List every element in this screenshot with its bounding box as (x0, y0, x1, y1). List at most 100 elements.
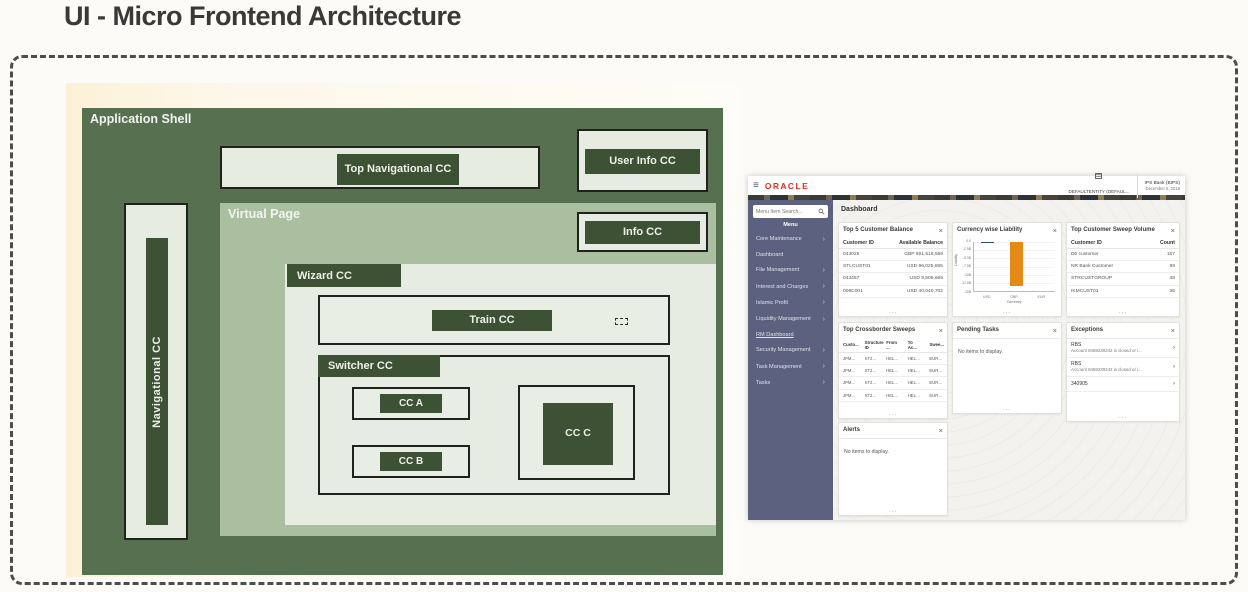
user-info-cc-label: User Info CC (585, 149, 700, 174)
bank-date: December 5, 2018 (1145, 185, 1180, 191)
x-axis-label: Currency (1006, 300, 1022, 304)
widget-currency-liability: Currency wise Liability × Liability 0.0-2… (952, 222, 1062, 317)
bar-usd (981, 241, 995, 244)
dashed-frame (10, 55, 1238, 585)
menu-title: Menu (783, 222, 798, 228)
chevron-right-icon: › (822, 299, 825, 307)
decorative-banner-strip (748, 195, 1185, 200)
pagination-dots: ... (888, 508, 897, 514)
liability-chart: Liability 0.0-2.5B-5.0B-7.5B-10B-12.5B-1… (954, 239, 1055, 306)
app-sidebar: Menu Core Maintenance› Dashboard File Ma… (748, 200, 833, 520)
navigational-cc-label: Navigational CC (150, 335, 163, 428)
col-header: To Ac... (903, 337, 926, 353)
slide-title: UI - Micro Frontend Architecture (64, 1, 462, 31)
chevron-right-icon: › (822, 363, 825, 371)
entity-selector[interactable]: DEFAULTENTITY (DEFAUL... (1061, 173, 1138, 198)
switcher-cc-box: Switcher CC CC A CC B CC C (318, 355, 670, 495)
sidebar-item-file-management[interactable]: File Management› (756, 266, 825, 274)
pagination-dots: ... (1002, 309, 1011, 315)
menu-search[interactable] (753, 205, 828, 218)
train-cc-label: Train CC (432, 310, 552, 331)
close-icon[interactable]: × (1170, 326, 1175, 335)
navigational-cc-bar: Navigational CC (146, 238, 168, 525)
col-header: From ... (882, 337, 904, 353)
close-icon[interactable]: × (1170, 226, 1175, 235)
col-header: Custo... (839, 337, 861, 353)
application-shell-label: Application Shell (90, 112, 192, 126)
pagination-dots: ... (888, 309, 897, 315)
chevron-right-icon: › (822, 346, 825, 354)
widget-title: Top 5 Customer Balance (843, 227, 913, 233)
info-cc-box: Info CC (577, 212, 708, 252)
widget-title: Top Crossborder Sweeps (843, 327, 916, 333)
sidebar-item-core-maintenance[interactable]: Core Maintenance› (756, 235, 825, 243)
sidebar-item-islamic-profit[interactable]: Islamic Profit› (756, 299, 825, 307)
close-icon[interactable]: × (938, 426, 943, 435)
wizard-cc-box: Wizard CC Train CC Switcher CC CC A C (285, 264, 716, 525)
sidebar-item-interest-and-charges[interactable]: Interest and Charges› (756, 283, 825, 291)
table-row: JPMHG...ST2019156...HEL02...HEL02...EUR … (839, 352, 947, 365)
user-info-cc-box: User Info CC (577, 129, 708, 192)
y-axis-ticks: 0.0-2.5B-5.0B-7.5B-10B-12.5B-15B (961, 238, 971, 295)
sidebar-item-tasks[interactable]: Tasks› (756, 379, 825, 387)
train-cc-box: Train CC (318, 295, 670, 345)
widget-alerts: Alerts× No items to display. ... (838, 422, 948, 516)
widget-title: Exceptions (1071, 327, 1104, 333)
sidebar-item-task-management[interactable]: Task Management› (756, 363, 825, 371)
liability-plot (973, 241, 1055, 292)
app-header: ≡ ORACLE DEFAULTENTITY (DEFAUL... IPS Ba… (748, 173, 1185, 198)
close-icon[interactable]: × (1052, 226, 1057, 235)
close-icon[interactable]: × (938, 326, 943, 335)
sidebar-item-security-management[interactable]: Security Management› (756, 346, 825, 354)
col-header: Available Balance (885, 237, 947, 249)
exception-item[interactable]: 340905 › (1067, 377, 1179, 392)
virtual-page-label: Virtual Page (228, 207, 301, 221)
architecture-diagram: Application Shell Top Navigational CC Us… (66, 83, 738, 577)
oracle-logo: ORACLE (764, 180, 810, 191)
widget-pending-tasks: Pending Tasks× No items to display. ... (952, 322, 1062, 414)
col-header: Structure ID (860, 337, 884, 353)
widget-title: Currency wise Liability (957, 227, 1023, 233)
sidebar-item-rm-dashboard[interactable]: RM Dashboard (756, 331, 794, 338)
sidebar-item-dashboard[interactable]: Dashboard (756, 251, 784, 258)
search-icon[interactable] (818, 208, 825, 215)
widget-title: Top Customer Sweep Volume (1071, 227, 1155, 233)
top-navigational-cc-box: Top Navigational CC (220, 146, 540, 189)
menu-search-input[interactable] (756, 208, 816, 215)
entity-building-icon (1095, 173, 1103, 179)
widget-crossborder-sweeps: Top Crossborder Sweeps × Custo... Structu… (838, 322, 948, 419)
pagination-dots: ... (1118, 414, 1127, 420)
sidebar-item-liquidity-management[interactable]: Liquidity Management› (756, 315, 825, 323)
cc-c-box: CC C (518, 385, 635, 480)
oracle-app-screenshot: ≡ ORACLE DEFAULTENTITY (DEFAUL... IPS Ba… (748, 173, 1185, 520)
pagination-dots: ... (1002, 406, 1011, 412)
cc-a-label: CC A (380, 394, 442, 413)
bank-name: IPS Bank (BIPS) (1144, 180, 1180, 186)
hamburger-icon[interactable]: ≡ (753, 180, 759, 191)
info-cc-label: Info CC (585, 221, 700, 244)
table-row: JPMHG...ST2019156...HEL02...HEL02...EUR … (839, 364, 947, 378)
chevron-right-icon: › (822, 315, 825, 323)
dashboard-page-title: Dashboard (841, 206, 878, 213)
bar-gbp (1009, 241, 1023, 286)
chevron-right-icon: › (822, 235, 825, 243)
close-icon[interactable]: × (938, 226, 943, 235)
navigational-cc-box: Navigational CC (124, 203, 188, 540)
wizard-cc-label: Wizard CC (287, 264, 401, 287)
close-icon[interactable]: × (1052, 326, 1057, 335)
virtual-page-box: Virtual Page Info CC Wizard CC Train CC (220, 203, 716, 536)
table-row: JPMHG...ST2019156...HEL02...HEL02...EUR … (839, 376, 947, 390)
